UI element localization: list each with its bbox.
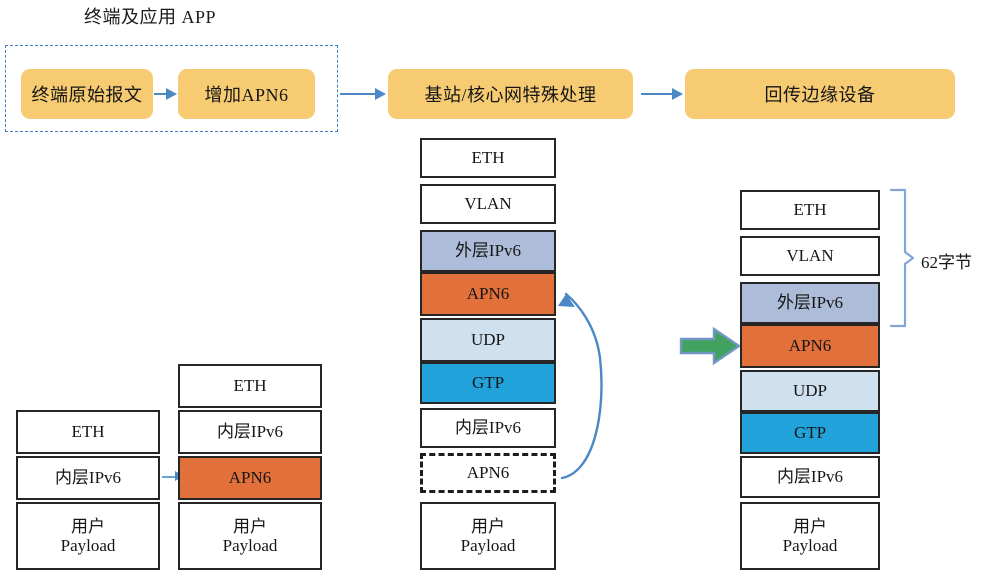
layer-label: VLAN [786,246,834,266]
layer-label-line2: Payload [60,536,116,555]
layer-label: GTP [471,373,505,393]
edge-device-layer-payload: 用户 Payload [740,502,880,570]
flow-step-add-apn6[interactable]: 增加APN6 [178,69,315,119]
flow-step-terminal-original-packet[interactable]: 终端原始报文 [21,69,153,119]
flow-step-backhaul-edge-device[interactable]: 回传边缘设备 [685,69,955,119]
flow-step-base-station-core-network-processing[interactable]: 基站/核心网特殊处理 [388,69,633,119]
flow-arrow-3-line [641,93,673,96]
core-network-layer-inner-ipv6: 内层IPv6 [420,408,556,448]
layer-label: 内层IPv6 [776,467,844,487]
layer-label: ETH [793,200,827,220]
layer-label: 用户 [471,516,505,536]
layer-label: ETH [233,376,267,396]
flow-arrow-2-line [340,93,376,96]
layer-label: APN6 [466,284,510,304]
layer-label: 内层IPv6 [216,422,284,442]
edge-device-inbound-green-arrow [678,326,742,366]
flow-arrow-3-head [672,87,683,100]
layer-label: APN6 [788,336,832,356]
layer-label-line2: Payload [782,536,838,555]
flow-arrow-1-line [154,93,167,96]
layer-label: ETH [471,148,505,168]
layer-label: 内层IPv6 [54,468,122,488]
original-packet-layer-inner-ipv6: 内层IPv6 [16,456,160,500]
core-network-layer-apn6: APN6 [420,272,556,316]
layer-label: 外层IPv6 [776,293,844,313]
insert-apn6-arrow-line [162,476,176,479]
flow-arrow-1-head [166,87,177,100]
layer-label: 外层IPv6 [454,241,522,261]
core-network-layer-outer-ipv6: 外层IPv6 [420,230,556,272]
flow-arrow-2-head [375,87,386,100]
apn6-inserted-layer-inner-ipv6: 内层IPv6 [178,410,322,454]
layer-label-line2: Payload [460,536,516,555]
layer-label: 用户 [233,516,267,536]
edge-device-layer-apn6: APN6 [740,324,880,368]
layer-label-line2: Payload [222,536,278,555]
core-network-layer-udp: UDP [420,318,556,362]
core-network-layer-eth: ETH [420,138,556,178]
original-packet-layer-eth: ETH [16,410,160,454]
layer-label: VLAN [464,194,512,214]
edge-device-layer-outer-ipv6: 外层IPv6 [740,282,880,324]
layer-label: APN6 [466,463,510,483]
core-network-layer-payload: 用户 Payload [420,502,556,570]
edge-device-layer-eth: ETH [740,190,880,230]
core-network-layer-vlan: VLAN [420,184,556,224]
layer-label: 内层IPv6 [454,418,522,438]
edge-device-layer-udp: UDP [740,370,880,412]
byte-count-label: 62字节 [921,253,972,272]
core-network-layer-apn6-removed: APN6 [420,453,556,493]
terminal-app-group-container [5,45,338,132]
edge-device-layer-vlan: VLAN [740,236,880,276]
apn6-inserted-layer-payload: 用户 Payload [178,502,322,570]
apn6-inserted-layer-apn6: APN6 [178,456,322,500]
layer-label: UDP [792,381,827,401]
apn6-relocation-curved-arrow [558,292,603,480]
layer-label: UDP [470,330,505,350]
layer-label: ETH [71,422,105,442]
core-network-layer-gtp: GTP [420,362,556,404]
apn6-inserted-layer-eth: ETH [178,364,322,408]
layer-label: 用户 [71,516,105,536]
byte-count-bracket [889,188,915,328]
edge-device-layer-inner-ipv6: 内层IPv6 [740,456,880,498]
layer-label: GTP [793,423,827,443]
original-packet-layer-payload: 用户 Payload [16,502,160,570]
section-title: 终端及应用 APP [84,7,217,27]
layer-label: APN6 [228,468,272,488]
layer-label: 用户 [793,516,827,536]
edge-device-layer-gtp: GTP [740,412,880,454]
